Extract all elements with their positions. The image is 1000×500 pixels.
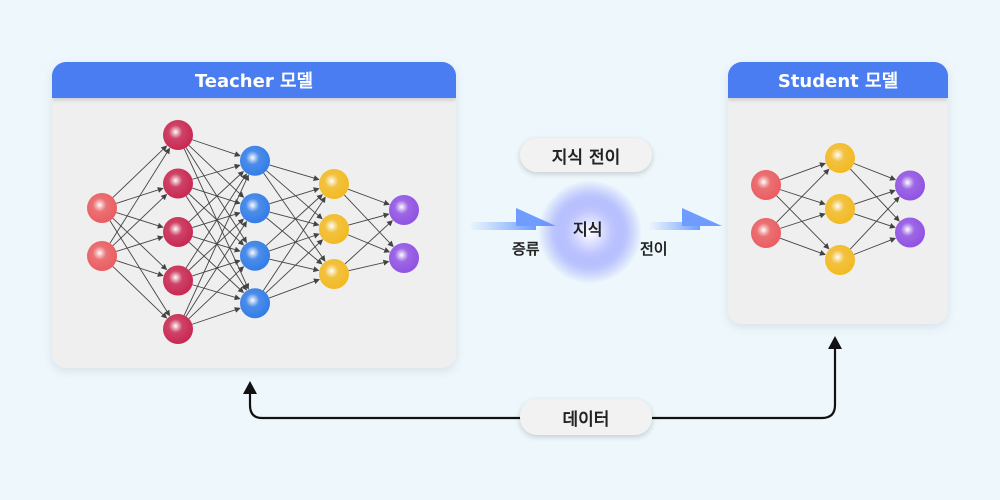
edge: [116, 260, 164, 277]
neuron: [389, 243, 419, 273]
transfer-arrow: [648, 208, 722, 230]
neuron: [895, 217, 925, 248]
edge: [265, 239, 324, 294]
distill-label: 증류: [512, 240, 540, 258]
edge: [188, 193, 245, 246]
neuron: [240, 240, 270, 271]
edge: [269, 187, 320, 205]
student-title: Student 모델: [728, 62, 948, 98]
neuron: [751, 218, 781, 248]
edge: [779, 237, 826, 256]
knowledge-label: 지식: [573, 220, 603, 239]
knowledge-glow: [538, 180, 642, 284]
s-edges: [776, 162, 900, 256]
student-network: [751, 143, 925, 275]
neuron: [825, 245, 855, 275]
data-arrowhead-teacher: [243, 381, 257, 394]
edge: [780, 189, 826, 206]
edge: [185, 147, 247, 244]
teacher-panel: Teacher 모델: [52, 62, 456, 368]
edge: [266, 217, 323, 265]
edge: [269, 164, 320, 181]
edge: [262, 196, 326, 291]
neuron: [163, 314, 193, 344]
neuron: [319, 169, 349, 199]
edge: [112, 193, 168, 246]
neuron: [240, 288, 270, 319]
neuron: [319, 214, 349, 244]
edge: [112, 266, 168, 319]
edge: [268, 278, 320, 299]
edge: [849, 168, 900, 222]
transfer-label: 전이: [640, 240, 668, 258]
edge: [269, 258, 320, 273]
edge: [192, 211, 241, 229]
edge: [854, 189, 896, 205]
edge: [183, 174, 249, 316]
t-nodes: [87, 120, 419, 344]
edge: [192, 284, 241, 301]
edge: [192, 235, 241, 253]
neuron: [319, 259, 349, 289]
edge: [266, 170, 323, 220]
edge: [776, 168, 830, 223]
edge: [265, 194, 323, 246]
teacher-title: Teacher 모델: [52, 62, 456, 98]
edge: [776, 195, 830, 250]
s-nodes: [751, 143, 925, 275]
edge: [188, 145, 245, 198]
edge: [188, 241, 244, 294]
edge: [854, 213, 896, 229]
edge: [849, 196, 900, 250]
edge: [185, 220, 247, 317]
edge: [348, 259, 390, 272]
edge: [116, 235, 164, 252]
edge: [188, 266, 245, 319]
neuron: [751, 170, 781, 200]
edge: [348, 212, 390, 226]
edge: [343, 194, 394, 248]
edge: [344, 220, 393, 265]
edge: [192, 259, 241, 277]
edge: [853, 163, 897, 181]
edge: [192, 163, 241, 180]
edge: [347, 234, 391, 253]
edge: [263, 172, 326, 262]
neuron: [87, 241, 117, 271]
edge: [269, 211, 320, 227]
edge: [779, 162, 826, 181]
edge: [185, 173, 247, 269]
edge: [183, 148, 249, 290]
neuron: [163, 217, 193, 247]
edge: [347, 188, 390, 206]
neuron: [895, 170, 925, 201]
student-panel: Student 모델: [728, 62, 948, 324]
neuron: [163, 168, 193, 199]
edge: [780, 212, 826, 229]
neuron: [163, 120, 193, 150]
edge: [185, 195, 247, 291]
edge: [853, 237, 897, 255]
neuron: [87, 193, 117, 223]
t-edges: [109, 139, 394, 325]
neuron: [389, 195, 419, 225]
neuron: [240, 193, 270, 224]
data-arrowhead-student: [828, 336, 842, 349]
neuron: [240, 145, 270, 176]
edge: [192, 139, 241, 157]
neuron: [163, 265, 193, 296]
knowledge-transfer-pill: 지식 전이: [520, 138, 652, 172]
edge: [269, 232, 320, 252]
edge: [192, 307, 241, 325]
teacher-network: [87, 120, 419, 344]
edge: [109, 147, 171, 244]
data-pill: 데이터: [520, 399, 652, 435]
edge: [188, 170, 244, 223]
neuron: [825, 194, 855, 224]
edge: [192, 187, 241, 205]
edge: [112, 145, 168, 198]
neuron: [825, 143, 855, 173]
